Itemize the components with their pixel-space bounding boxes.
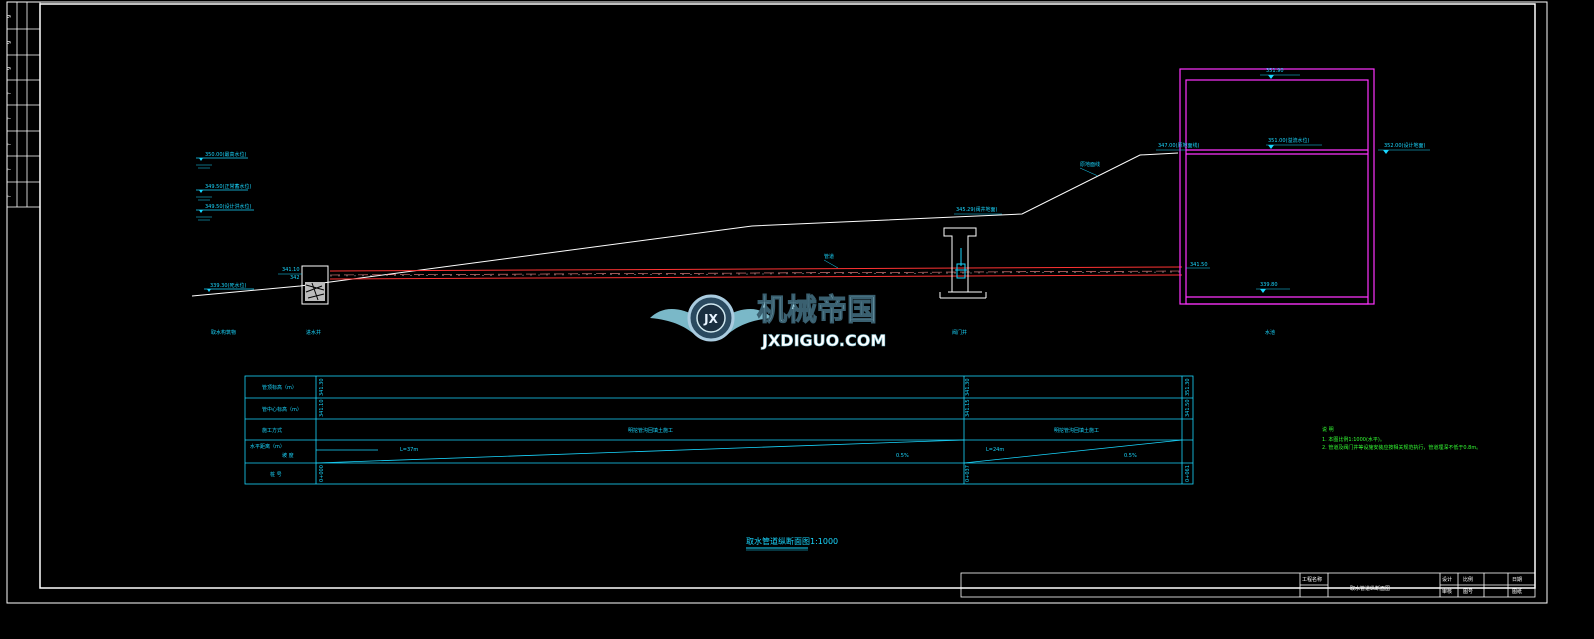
inlet-elev-sub: 342 (290, 275, 300, 281)
row-label-4: 水平距离（m） (250, 443, 285, 450)
logo-text: JX (703, 312, 718, 326)
level-label-4: 339.30(死水位) (210, 282, 246, 289)
tank-outlet-elev: 341.50 (1190, 262, 1208, 268)
strip-cell-4: ? (7, 92, 13, 95)
valve-well (939, 227, 987, 299)
inlet-well: 341.10 342 (278, 265, 329, 305)
tb-scale: 比例 (1463, 576, 1473, 583)
tb-title: 取水管道纵断面图 (1350, 585, 1390, 592)
strip-cell-6: ? (7, 143, 13, 146)
row-label-3: 施工方式 (262, 427, 282, 434)
r1-v1: 341.30 (319, 379, 325, 397)
notes-line-1: 1. 本图比例1:1000(水平)。 (1322, 436, 1385, 443)
station-1: 0+000 (319, 465, 325, 482)
label-inlet-well: 进水井 (306, 329, 321, 336)
notes-heading: 说 明 (1322, 426, 1334, 433)
tb-date: 日期 (1512, 577, 1522, 583)
profile-table (244, 375, 1194, 485)
valve-icon (955, 248, 967, 279)
r2-v3: 341.50 (1185, 400, 1191, 418)
tank-right-elev: 352.00(设计地面) (1384, 142, 1425, 149)
label-tank: 水池 (1265, 329, 1275, 336)
watermark-en: JXDIGUO.COM (761, 331, 886, 350)
tb-project: 工程名称 (1302, 576, 1322, 583)
r2-v2: 341.15 (965, 400, 971, 418)
seg1-length: L=37m (400, 447, 418, 453)
drawing-caption: 取水管道纵断面图 1:1000 (746, 536, 838, 551)
r1-v2: 341.30 (965, 379, 971, 397)
strip-cell-3: 9 (7, 67, 13, 70)
caption-scale: 1:1000 (810, 537, 838, 546)
table-values: 341.30 341.30 351.30 341.10 341.15 341.5… (319, 379, 1191, 483)
valve-well-elev: 345.29(阀井地面) (956, 206, 997, 213)
strip-cell-8: ? (7, 195, 13, 198)
pipe-label: 管道 (824, 253, 834, 260)
caption-title: 取水管道纵断面图 (746, 536, 810, 546)
binding-strip (6, 1, 41, 208)
r1-v3: 351.30 (1185, 379, 1191, 397)
title-block-text: 工程名称 取水管道纵断面图 设计 审核 比例 图号 日期 图纸 (1302, 576, 1522, 595)
table-row-labels: 管顶标高（m） 管中心标高（m） 施工方式 水平距离（m） 坡 度 桩 号 (250, 384, 302, 478)
strip-cell-1: 9 (7, 15, 13, 18)
station-3: 0+061 (1185, 465, 1191, 482)
r2-v1: 341.10 (319, 400, 325, 418)
seg2-method: 明挖管沟回填土施工 (1054, 427, 1099, 434)
row-label-2: 管中心标高（m） (262, 406, 302, 413)
water-level-labels: 350.00(最高水位) 349.50(正常蓄水位) 349.50(设计洪水位)… (196, 151, 254, 292)
watermark: JX 机械帝国 JXDIGUO.COM (650, 293, 887, 350)
strip-cell-7: ? (7, 168, 13, 171)
strip-cell-2: 9 (7, 41, 13, 44)
level-label-2: 349.50(正常蓄水位) (205, 183, 251, 190)
tank-roof-elev: 351.90 (1266, 68, 1284, 74)
inlet-elev-top: 341.10 (282, 267, 300, 273)
tank-overflow: 351.00(溢流水位) (1268, 137, 1309, 144)
sheet-border (6, 1, 1548, 604)
tb-number: 图号 (1463, 589, 1473, 595)
notes-line-2: 2. 管道及阀门井等设施安装应按相关规范执行，管道埋深不低于0.8m。 (1322, 444, 1481, 451)
tb-sheet: 图纸 (1512, 588, 1522, 595)
ground-line (191, 152, 1179, 297)
strip-cell-5: ? (7, 117, 13, 120)
station-2: 0+037 (965, 465, 971, 482)
seg1-slope: 0.5% (896, 453, 909, 459)
label-valve-well: 阀门井 (952, 329, 967, 336)
label-intake: 取水构筑物 (211, 329, 236, 336)
level-label-3: 349.50(设计洪水位) (205, 203, 251, 210)
pipeline (329, 266, 1183, 280)
tb-review: 审核 (1442, 588, 1452, 595)
title-block (960, 572, 1536, 598)
structure-labels: 取水构筑物 进水井 阀门井 水池 (211, 329, 1275, 336)
seg2-length: L=24m (986, 447, 1004, 453)
seg2-slope: 0.5% (1124, 453, 1137, 459)
tb-design: 设计 (1442, 576, 1452, 583)
reservoir-tank (1179, 68, 1375, 305)
watermark-cn: 机械帝国 (757, 293, 877, 328)
notes: 说 明 1. 本图比例1:1000(水平)。 2. 管道及阀门井等设施安装应按相… (1322, 426, 1481, 451)
tank-level-markers: 351.90 347.00(原地面线) 351.00(溢流水位) 352.00(… (1156, 68, 1430, 293)
seg1-method: 明挖管沟回填土施工 (628, 427, 673, 434)
tank-bottom-elev: 339.80 (1260, 282, 1278, 288)
row-label-6: 桩 号 (270, 471, 282, 478)
tank-top-left: 347.00(原地面线) (1158, 142, 1199, 149)
slope-label: 原地面线 (1080, 161, 1100, 168)
row-label-1: 管顶标高（m） (262, 384, 297, 391)
row-label-5: 坡 度 (282, 452, 294, 459)
level-label-1: 350.00(最高水位) (205, 151, 246, 158)
wings-logo-icon: JX (650, 294, 772, 342)
